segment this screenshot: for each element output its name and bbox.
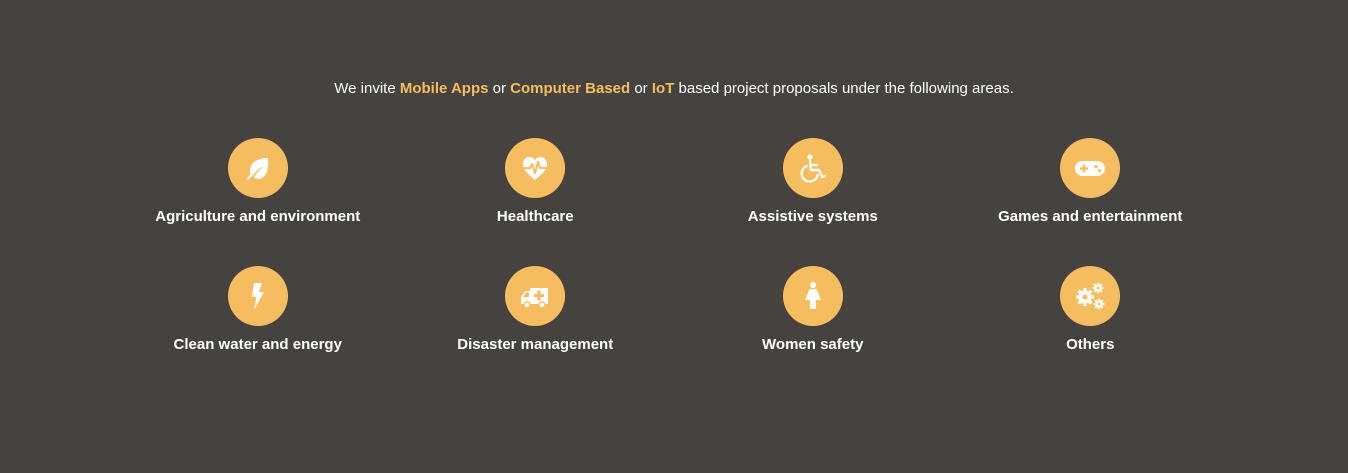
highlight-mobile-apps: Mobile Apps (399, 80, 489, 97)
woman-icon (782, 266, 843, 326)
area-label: Disaster management (457, 336, 614, 353)
intro-join-2: or (630, 80, 652, 97)
highlight-iot: IoT (651, 80, 675, 97)
lightning-bolt-icon (227, 266, 288, 326)
gamepad-icon (1060, 138, 1121, 198)
intro-prefix: We invite (334, 80, 400, 97)
area-label: Assistive systems (747, 208, 878, 225)
intro-join-1: or (488, 80, 511, 97)
wheelchair-icon (782, 138, 843, 198)
area-label: Clean water and energy (173, 336, 342, 353)
areas-grid: Agriculture and environment Healthcare A… (119, 138, 1229, 394)
leaf-icon (227, 138, 288, 198)
area-label: Others (1066, 336, 1115, 353)
area-healthcare: Healthcare (397, 138, 675, 266)
highlight-computer-based: Computer Based (510, 80, 631, 97)
area-others: Others (952, 266, 1230, 394)
area-agriculture: Agriculture and environment (119, 138, 397, 266)
ambulance-icon (505, 266, 566, 326)
gears-icon (1060, 266, 1121, 326)
heartbeat-icon (505, 138, 566, 198)
intro-text: We invite Mobile Apps or Computer Based … (0, 79, 1348, 99)
area-women-safety: Women safety (674, 266, 952, 394)
area-clean-water: Clean water and energy (119, 266, 397, 394)
area-disaster: Disaster management (397, 266, 675, 394)
intro-suffix: based project proposals under the follow… (674, 80, 1014, 97)
area-games: Games and entertainment (952, 138, 1230, 266)
area-label: Agriculture and environment (155, 208, 361, 225)
area-label: Healthcare (496, 208, 574, 225)
area-assistive: Assistive systems (674, 138, 952, 266)
area-label: Games and entertainment (998, 208, 1183, 225)
area-label: Women safety (762, 336, 864, 353)
